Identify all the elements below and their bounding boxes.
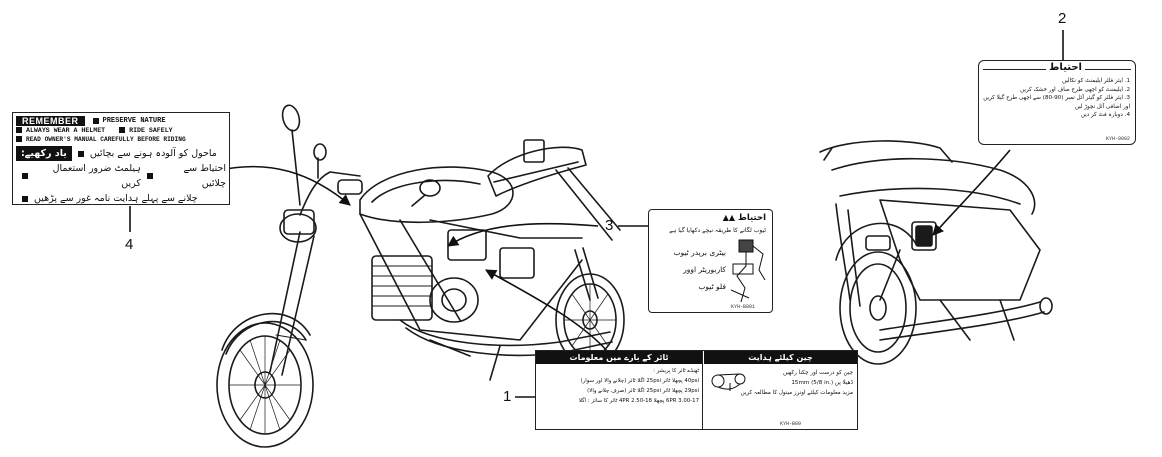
- bullet-icon: [92, 117, 99, 124]
- arrow-label-1: [485, 269, 609, 353]
- tire-line-rider-only: 29psi پچھلا ٹائر 25psi اگلا ٹائر (صرف چل…: [587, 388, 699, 394]
- remember-line-ride: RIDE SAFELY: [129, 127, 173, 134]
- tube-line-flow: فلو ٹیوب: [698, 282, 726, 291]
- arrow-label-2: [932, 149, 1011, 236]
- leader-lines: [129, 30, 1064, 398]
- chain-line-lubricate: چین کو درست اور چکنا رکھیں: [782, 370, 853, 376]
- callout-number-2: 2: [1058, 10, 1067, 27]
- bullet-icon: [16, 127, 22, 134]
- callout-number-3: 3: [605, 217, 614, 234]
- chain-info-panel: چین کیلئے ہدایت چین کو درست اور چکنا رکھ…: [704, 351, 857, 429]
- motorcycle-right-drawing: [819, 140, 1053, 365]
- urdu-line-helmet: ہیلمٹ ضرور استعمال کریں: [52, 163, 141, 189]
- motorcycle-left-drawing: [216, 104, 625, 448]
- tire-info-title: ٹائر کے بارے میں معلومات: [536, 351, 702, 364]
- tube-label-subtitle: ٹیوب لگانے کا طریقہ نیچے دکھایا گیا ہے: [669, 227, 766, 234]
- label-tire-chain: ٹائر کے بارے میں معلومات ٹھنڈے ٹائر کا پ…: [535, 350, 858, 430]
- chain-line-manual: مزید معلومات کیلئے اونرز مینول کا مطالعہ…: [740, 390, 853, 396]
- tire-line-size: 6PR 3.00-17 پچھلا 4PR 2.50-18 ٹائر کا سا…: [578, 398, 699, 404]
- warning-triangle-icon: ▲▲: [722, 213, 736, 222]
- chain-label-code: KYH-B09: [780, 421, 802, 427]
- air-filter-line-1: 1. ایئر فلٹر ایلیمنٹ کو نکالیں: [1061, 78, 1130, 84]
- air-filter-title: احتیاط: [1046, 62, 1085, 73]
- bullet-icon: [22, 195, 28, 202]
- arrow-label-4: [219, 165, 351, 206]
- tube-label-code: KYH-B801: [731, 304, 756, 310]
- remember-line-helmet: ALWAYS WEAR A HELMET: [26, 127, 106, 134]
- tube-line-carburetor-over: کاربوریٹر اوور: [683, 265, 726, 274]
- bullet-icon: [119, 127, 126, 134]
- arrow-label-3: [447, 222, 599, 247]
- label-remember: REMEMBER PRESERVE NATURE ALWAYS WEAR A H…: [12, 112, 230, 205]
- tube-label-title: احتیاط: [738, 213, 766, 223]
- tire-line-cold-pressure: ٹھنڈے ٹائر کا پریشر :: [653, 368, 699, 374]
- air-filter-line-4: 4. دوبارہ فٹ کر دیں: [1080, 112, 1130, 118]
- urdu-remember-header: یاد رکھیے:: [16, 146, 72, 161]
- air-filter-code: KYH-9002: [1105, 136, 1130, 142]
- urdu-line-manual: چلانے سے پہلے ہدایت نامہ غور سے پڑھیں: [34, 193, 198, 204]
- urdu-line-environment: ماحول کو آلودہ ہونے سے بچائیں: [89, 148, 217, 159]
- chain-line-slack: ڈھیلا پن 15mm (5/8 in.): [791, 380, 853, 386]
- remember-line-manual: READ OWNER'S MANUAL CAREFULLY BEFORE RID…: [26, 136, 186, 143]
- air-filter-line-2: 2. ایلیمنٹ کو اچھی طرح صاف اور خشک کریں: [1020, 86, 1130, 93]
- callout-number-1: 1: [503, 388, 512, 405]
- air-filter-line-3b: اور اضافی آئل نچوڑ لیں: [1074, 103, 1130, 110]
- remember-line-preserve: PRESERVE NATURE: [102, 116, 166, 125]
- chain-info-title: چین کیلئے ہدایت: [704, 351, 857, 364]
- remember-header: REMEMBER: [16, 115, 85, 126]
- urdu-line-careful: احتیاط سے چلائیں: [183, 163, 227, 189]
- chain-slack-icon: [711, 373, 746, 391]
- bullet-icon: [77, 150, 84, 157]
- tube-routing-drawing: [730, 239, 766, 303]
- tire-line-rider-passenger: 40psi پچھلا ٹائر 25psi اگلا ٹائر (چلانے …: [580, 378, 699, 384]
- bullet-icon: [146, 173, 153, 179]
- label-tube-routing: احتیاط ▲▲ ٹیوب لگانے کا طریقہ نیچے دکھای…: [648, 209, 773, 313]
- air-filter-line-3: 3. ایئر فلٹر کو گیئر آئل نمبر (90-80) سے…: [983, 95, 1130, 101]
- bullet-icon: [16, 136, 22, 143]
- callout-number-4: 4: [125, 236, 134, 253]
- bullet-icon: [22, 173, 28, 179]
- tube-line-battery-breather: بیٹری بریدر ٹیوب: [673, 248, 726, 257]
- tire-info-panel: ٹائر کے بارے میں معلومات ٹھنڈے ٹائر کا پ…: [536, 351, 703, 429]
- label-air-filter: احتیاط 1. ایئر فلٹر ایلیمنٹ کو نکالیں 2.…: [978, 60, 1136, 145]
